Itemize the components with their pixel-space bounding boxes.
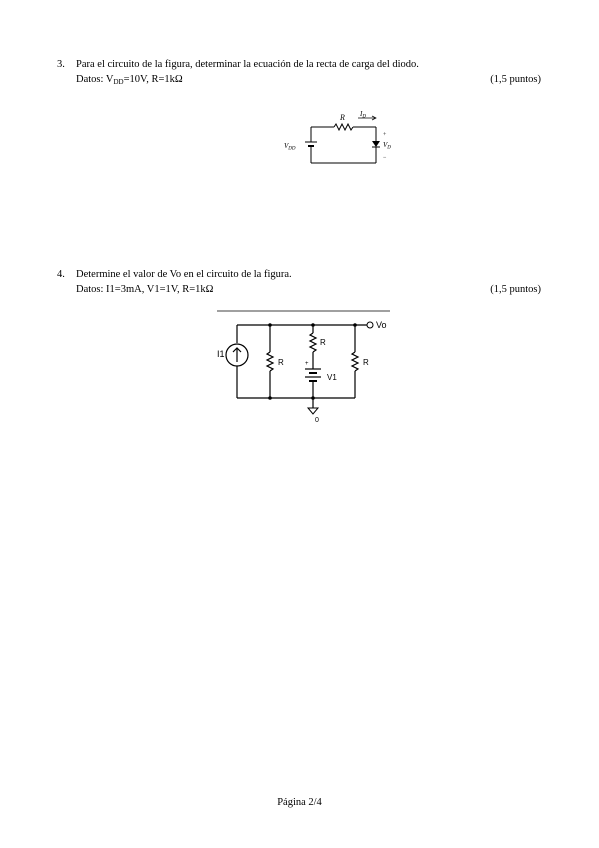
diode-icon — [372, 141, 380, 147]
source-i1-label: I1 — [217, 349, 225, 359]
current-label: ID — [359, 110, 366, 120]
resistor-r-icon — [333, 122, 354, 132]
vo-circuit-figure: Vo I1 R R + V1 0 — [215, 305, 395, 427]
problem-4-points: (1,5 puntos) — [490, 284, 541, 295]
plus-sign: + — [383, 132, 387, 138]
resistor-middle-icon — [308, 332, 318, 353]
source-label: VDD — [284, 142, 296, 152]
diode-circuit-figure: R ID VDD VD + − — [280, 105, 400, 173]
problem-3-data-suffix: =10V, R=1kΩ — [123, 74, 183, 85]
resistor-left-label: R — [278, 358, 284, 367]
battery-vdd-icon — [305, 141, 317, 147]
minus-sign: − — [383, 155, 387, 161]
ground-icon — [306, 407, 320, 415]
resistor-left-icon — [265, 351, 275, 372]
output-terminal-icon — [366, 321, 374, 329]
problem-3-data-sub: DD — [113, 78, 124, 86]
problem-4-number: 4. — [57, 269, 65, 280]
resistor-right-label: R — [363, 358, 369, 367]
problem-3-data: Datos: VDD=10V, R=1kΩ — [76, 73, 183, 89]
battery-v1-label: V1 — [327, 373, 337, 382]
diode-voltage-label: VD — [383, 141, 391, 151]
current-source-i1-icon — [225, 343, 249, 367]
output-label: Vo — [376, 320, 387, 330]
problem-3-points: (1,5 puntos) — [490, 74, 541, 85]
resistor-label: R — [339, 113, 345, 122]
problem-3-number: 3. — [57, 59, 65, 70]
resistor-right-icon — [350, 351, 360, 372]
resistor-middle-label: R — [320, 338, 326, 347]
problem-4-statement: Determine el valor de Vo en el circuito … — [76, 269, 292, 280]
problem-3-statement: Para el circuito de la figura, determina… — [76, 59, 419, 70]
problem-3-data-prefix: Datos: V — [76, 74, 114, 85]
battery-plus-sign: + — [305, 361, 309, 367]
ground-label: 0 — [315, 417, 319, 424]
page-number: Página 2/4 — [277, 797, 322, 808]
battery-v1-icon — [305, 368, 321, 382]
problem-4-data: Datos: I1=3mA, V1=1V, R=1kΩ — [76, 284, 214, 295]
